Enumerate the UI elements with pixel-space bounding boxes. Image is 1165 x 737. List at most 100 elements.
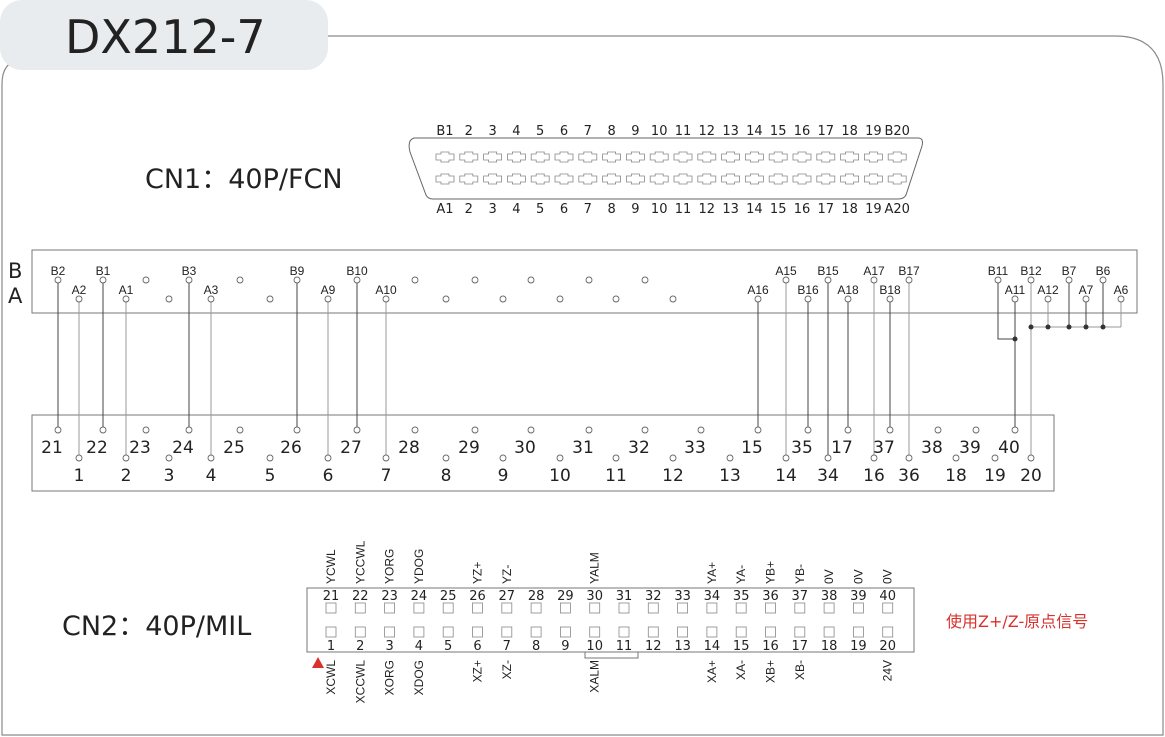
cn1-pin-icon [507,173,526,185]
cn1-pin-icon [673,151,693,163]
block-pin [165,454,173,462]
cn2-pin-number: 18 [821,639,838,654]
strip-pin [1082,295,1090,303]
cn2-pin-number: 7 [503,639,511,654]
cn1-pin-icon [554,151,574,163]
cn2-lower-signal: XDOG [412,660,426,695]
cn2-pin-icon [677,602,688,614]
strip-pin [612,295,620,303]
cn1-bottom-label: 4 [512,202,520,217]
cn2-pin-icon [325,626,337,638]
cn2-upper-signal: YALM [588,552,602,584]
strip-pin-label: B16 [797,283,819,297]
block-pin [844,426,852,434]
strip-pin [1044,295,1052,303]
cn1-pin-icon [864,151,883,163]
block-pin-number: 12 [662,466,684,486]
cn1-bottom-label: 19 [865,202,882,217]
cn2-upper-signal: YB- [793,564,807,584]
strip-pin [824,276,832,284]
junction-dot [1012,336,1018,342]
cn2-pin-icon [765,602,776,614]
strip-pin [382,295,390,303]
cn1-top-label: 14 [746,124,763,139]
cn2-pin-icon [442,626,454,638]
cn2-note: 使用Z+/Z-原点信号 [946,612,1088,631]
strip-pin-label: A12 [1037,283,1059,297]
cn2-pin-number: 35 [733,589,750,604]
strip-pin [1027,276,1035,284]
cn2-pin-number: 22 [352,589,369,604]
strip-pin-label: A18 [837,283,859,297]
cn1-pin-icon [554,173,574,185]
title-tab [0,0,328,70]
strip-pin [1065,276,1073,284]
cn1-bottom-label: 2 [465,202,473,217]
strip-pin [122,295,130,303]
block-pin-number: 16 [863,466,885,486]
strip-pin [1117,295,1125,303]
block-pin [641,426,649,434]
block-pin-number: 35 [791,438,813,458]
block-pin-number: 4 [206,466,217,486]
block-pin-number: 21 [41,438,63,458]
cn1-top-label: 18 [841,124,858,139]
strip-pin-label: B12 [1020,264,1042,278]
strip-pin-label: B3 [182,264,197,278]
strip-pin [142,276,150,284]
cn1-pin-icon [435,151,455,163]
block-pin [527,426,535,434]
cn2-upper-signal: YCCWL [353,540,367,584]
cn2-pin-icon [354,602,366,614]
block-pin-number: 24 [172,438,194,458]
strip-pin [556,295,564,303]
junction-dot [1045,324,1051,330]
cn2-pin-number: 28 [528,589,545,604]
strip-pin [1011,295,1019,303]
strip-pin [1099,276,1107,284]
cn1-top-label: 11 [675,124,692,139]
strip-pin [75,295,83,303]
cn1-bottom-label: 12 [699,202,716,217]
strip-pin [754,295,762,303]
cn2-pin-icon [677,626,688,638]
cn1-bottom-label: 15 [770,202,787,217]
terminal-block [31,414,1055,492]
block-pin [972,426,980,434]
block-pin [122,454,130,462]
row-a-label: A [8,284,23,308]
block-pin-number: 2 [121,466,132,486]
block-pin-number: 29 [458,438,480,458]
cn1-pin-icon [578,173,598,185]
block-pin-number: 37 [873,438,895,458]
cn2-pin-number: 31 [616,589,633,604]
block-pin [782,454,790,462]
block-pin-number: 14 [775,466,797,486]
cn2-pin-icon [530,626,542,638]
cn2-upper-signal: YCWL [324,549,338,584]
cn1-top-label: 2 [465,124,473,139]
block-pin [382,454,390,462]
cn2-pin-icon [560,626,571,638]
cn2-upper-signal: 0V [881,569,895,584]
cn2-pin-number: 25 [440,589,457,604]
cn1-top-label: 4 [512,124,520,139]
cn2-pin-number: 40 [879,589,896,604]
cn2-pin-icon [882,626,894,638]
cn2-pin-number: 17 [792,639,809,654]
block-pin [934,426,942,434]
outer-frame [1,35,1164,736]
cn2-pin-number: 32 [645,589,662,604]
block-pin [185,426,193,434]
cn2-pin-icon [794,602,806,614]
strip-pin-label: A15 [775,264,797,278]
cn1-top-label: 7 [584,124,592,139]
cn2-pin-number: 16 [762,639,779,654]
block-pin-number: 36 [898,466,920,486]
cn1-pin-icon [483,151,502,163]
cn1-top-label: 16 [794,124,811,139]
cn2-lower-signal: XA- [734,660,748,680]
cn1-bottom-label: 8 [607,202,615,217]
cn2-upper-signal: 0V [851,569,865,584]
